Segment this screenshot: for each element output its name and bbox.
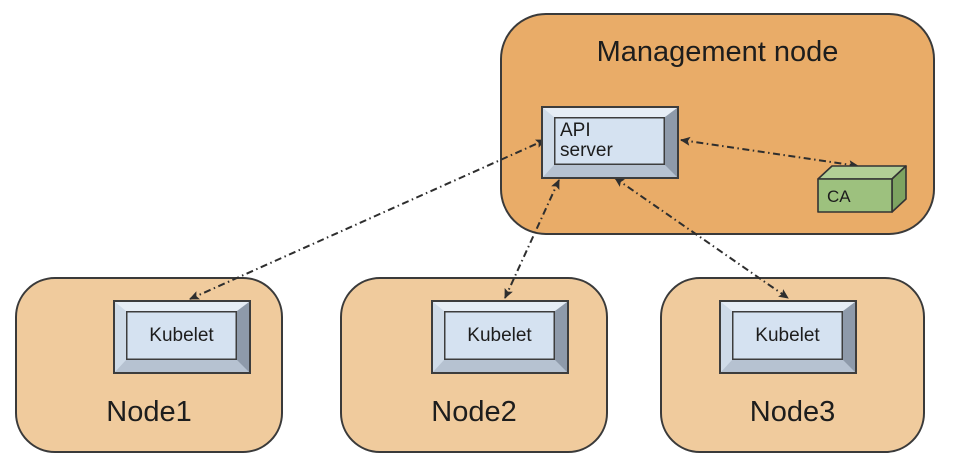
arrow-api-server-ca (680, 136, 859, 170)
worker-node-3-label: Node3 (749, 396, 836, 428)
api-server-label: API server (560, 120, 613, 161)
kubelet-label: Kubelet (467, 324, 532, 346)
worker-node-2-label: Node2 (431, 396, 517, 428)
ca-box: CA (817, 165, 907, 213)
ca-top-face (817, 165, 907, 180)
kubelet-box-node2: Kubelet (431, 300, 569, 374)
kubelet-label: Kubelet (149, 324, 214, 346)
ca-front-face (817, 178, 893, 213)
api-server-box: API server (541, 106, 679, 179)
arrow-api-server-kubelet-node2 (504, 179, 560, 299)
worker-node-1-label: Node1 (106, 396, 192, 428)
arrow-api-server-kubelet-node1 (189, 139, 546, 300)
management-node-label: Management node (596, 36, 839, 68)
ca-label: CA (827, 187, 851, 206)
kubelet-label: Kubelet (755, 324, 820, 346)
arrow-api-server-kubelet-node3 (614, 177, 789, 299)
kubelet-box-node1: Kubelet (113, 300, 251, 374)
kubelet-box-node3: Kubelet (719, 300, 857, 374)
